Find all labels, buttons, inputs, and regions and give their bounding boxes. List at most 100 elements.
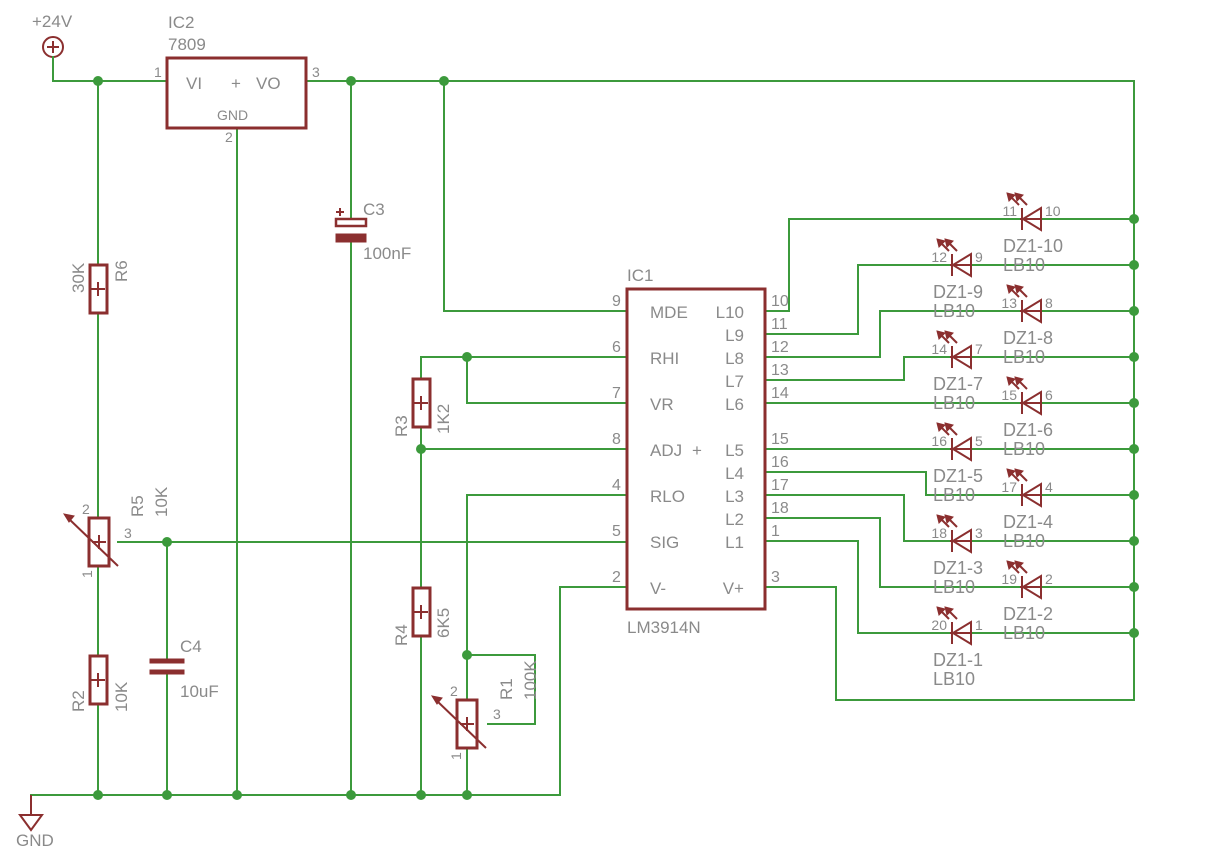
ic1-value: LM3914N [627,618,701,637]
junction-dot [232,790,242,800]
ic1-adj-plus: + [692,441,702,460]
junction-dot [1129,628,1139,638]
led-pin-b: 6 [1045,387,1053,403]
led-value: LB10 [933,669,975,689]
ic1-pin-label: L3 [725,487,744,506]
junction-dot [416,790,426,800]
junction-dot [1129,444,1139,454]
led-pin-a: 17 [1001,479,1017,495]
capacitor-c3: C3 100nF [334,200,411,263]
led-pin-a: 19 [1001,571,1017,587]
led-pin-a: 13 [1001,295,1017,311]
ic1-pin-number: 6 [612,339,621,356]
junction-dot [1129,214,1139,224]
ic1-pin-label: L1 [725,533,744,552]
junction-dot [462,790,472,800]
r3-name: R3 [392,415,411,437]
resistor-r4: R4 6K5 [392,586,453,646]
ic1-pin-number: 2 [612,569,621,586]
junction-dot [462,650,472,660]
ic2-value: 7809 [168,35,206,54]
ic1-pin-number: 5 [612,523,621,540]
r4-value: 6K5 [434,608,453,638]
c4-value: 10uF [180,682,219,701]
ic1-pin-label: L10 [716,303,744,322]
ic2-pin2: 2 [225,129,233,145]
led-name: DZ1-4 [1003,512,1053,532]
c4-name: C4 [180,637,202,656]
led-value: LB10 [1003,255,1045,275]
ic1-pin-number: 18 [771,500,789,517]
ic2-pin3: 3 [312,64,320,80]
led-pin-b: 5 [975,433,983,449]
ic1-pin-number: 15 [771,431,789,448]
ic2-regulator: IC2 7809 VI + VO GND 1 3 2 [154,13,320,145]
r5-pin2: 2 [82,501,90,517]
potentiometer-r5: R5 10K 2 3 1 [62,486,171,578]
junction-dot [462,352,472,362]
led-pin-b: 3 [975,525,983,541]
r1-pin3: 3 [493,706,501,722]
supply-symbol: +24V [32,12,73,82]
ic1-pin-label: V- [650,579,666,598]
ic1-pin-number: 12 [771,339,789,356]
led-pin-a: 15 [1001,387,1017,403]
c3-value: 100nF [363,244,411,263]
led-name: DZ1-8 [1003,328,1053,348]
r5-value: 10K [152,486,171,517]
ic1-pin-number: 8 [612,431,621,448]
ic1-pin-label: V+ [723,579,744,598]
ic1-lm3914: IC1 LM3914N + MDE RHI VR ADJ RLO SIG V- … [612,266,789,637]
led-pin-a: 20 [931,617,947,633]
ic1-pin-label: L5 [725,441,744,460]
led-pin-a: 11 [1002,203,1017,219]
r6-name: R6 [112,260,131,282]
led-pin-b: 1 [975,617,983,633]
led-value: LB10 [1003,347,1045,367]
ic1-pin-label: L2 [725,510,744,529]
ground-label: GND [16,831,54,850]
junction-dot [162,790,172,800]
r1-pin1: 1 [448,752,464,760]
potentiometer-r1: R1 100K 2 3 1 [430,660,540,760]
led-name: DZ1-9 [933,282,983,302]
r1-value: 100K [521,660,540,700]
ic1-pin-number: 13 [771,362,789,379]
junction-dot [1129,536,1139,546]
junction-dot [1129,490,1139,500]
ic1-pin-label: RLO [650,487,685,506]
r1-pin2: 2 [450,683,458,699]
c3-name: C3 [363,200,385,219]
junction-dot [93,790,103,800]
r1-name: R1 [497,678,516,700]
ic1-pin-label: L7 [725,372,744,391]
led-pin-b: 2 [1045,571,1053,587]
led-pin-a: 16 [931,433,947,449]
r2-value: 10K [112,681,131,712]
ic1-pin-number: 17 [771,477,789,494]
ic1-pin-number: 4 [612,477,621,494]
ic1-pin-label: SIG [650,533,679,552]
led-pin-a: 14 [931,341,947,357]
junction-dot [1129,582,1139,592]
led-value: LB10 [933,485,975,505]
led-name: DZ1-2 [1003,604,1053,624]
led-value: LB10 [933,577,975,597]
r6-value: 30K [69,262,88,293]
ic2-vi-label: VI [186,74,202,93]
led-pin-b: 8 [1045,295,1053,311]
junction-dot [93,76,103,86]
led-name: DZ1-5 [933,466,983,486]
wires [30,80,1135,796]
led-pin-a: 12 [931,249,947,265]
ic1-pin-label: ADJ [650,441,682,460]
junction-dot [346,76,356,86]
junction-dot [162,537,172,547]
resistor-r3: R3 1K2 [392,377,453,437]
r3-value: 1K2 [434,404,453,434]
